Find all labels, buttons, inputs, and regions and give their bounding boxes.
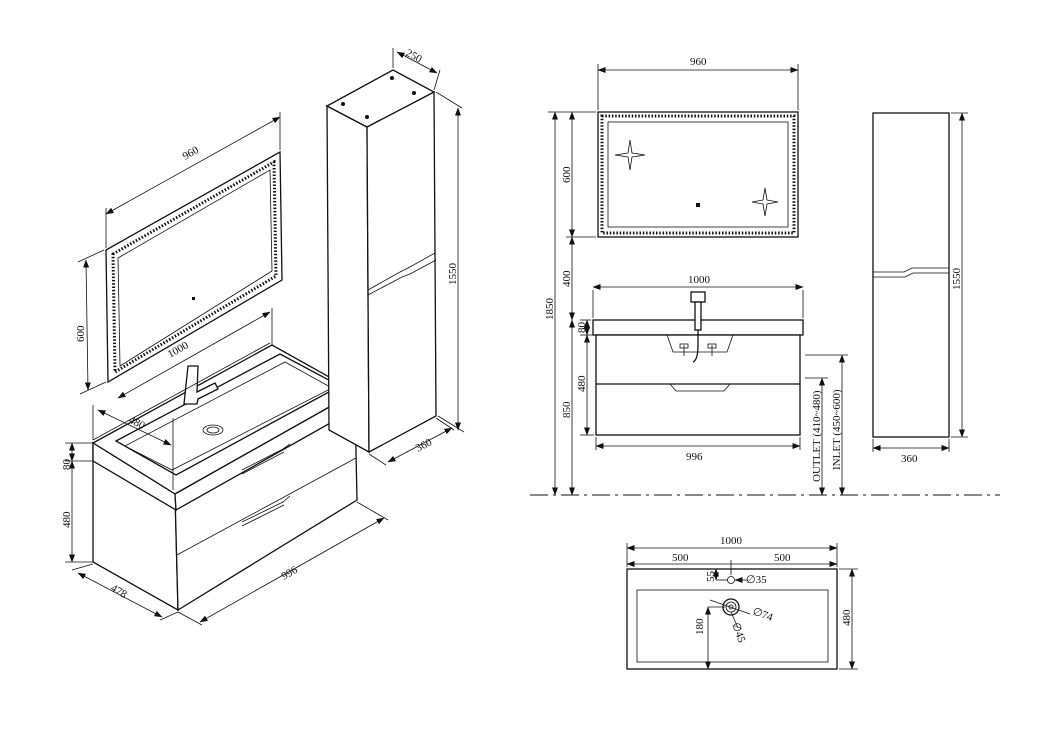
- front-mirror-height-label: 600: [561, 166, 573, 183]
- column-elevation: 1550 360: [872, 112, 968, 465]
- iso-drawer-height-label: 480: [61, 511, 73, 528]
- front-elevation: 960 600 400 1850 1000: [530, 56, 1000, 496]
- isometric-view: 960 600 480: [61, 47, 465, 626]
- column-height-label: 1550: [951, 268, 963, 291]
- front-drawer-height-label: 480: [576, 375, 588, 392]
- front-gap-label: 400: [561, 270, 573, 287]
- iso-column: 250 1550 360: [325, 47, 465, 466]
- front-basin-width-label: 1000: [688, 274, 711, 286]
- plan-tap-offset-label: 55: [705, 571, 717, 583]
- iso-mirror-height-label: 600: [75, 325, 87, 342]
- plan-width-label: 1000: [720, 535, 743, 547]
- iso-cabinet-width-label: 996: [280, 564, 301, 583]
- plan-half-right-label: 500: [774, 552, 791, 564]
- plan-drain-offset-label: 180: [694, 618, 706, 635]
- iso-column-depth-label: 250: [404, 47, 425, 66]
- front-inlet-label: INLET (450~600): [831, 389, 843, 470]
- front-mirror-width-label: 960: [690, 56, 707, 68]
- front-vanity: [592, 291, 804, 436]
- plan-depth-label: 480: [841, 609, 853, 626]
- basin-plan-view: 1000 500 500 55 ∅35 ∅74 ∅45 180 480: [626, 535, 858, 670]
- front-total-height-label: 1850: [544, 298, 556, 321]
- plan-tap-hole-label: ∅35: [746, 574, 767, 586]
- front-outlet-label: OUTLET (410~480): [811, 390, 823, 482]
- column-width-label: 360: [901, 453, 918, 465]
- iso-mirror-width-label: 960: [181, 144, 202, 163]
- plan-half-left-label: 500: [672, 552, 689, 564]
- front-cabinet-width-label: 996: [686, 451, 703, 463]
- iso-vanity: 480 1000 80 480 478 996: [61, 308, 389, 626]
- front-mirror: [597, 111, 799, 238]
- front-top-thickness-label: 80: [576, 322, 588, 334]
- front-floor-height-label: 850: [561, 401, 573, 418]
- iso-top-thickness-label: 80: [61, 459, 73, 471]
- iso-column-height-label: 1550: [447, 263, 459, 286]
